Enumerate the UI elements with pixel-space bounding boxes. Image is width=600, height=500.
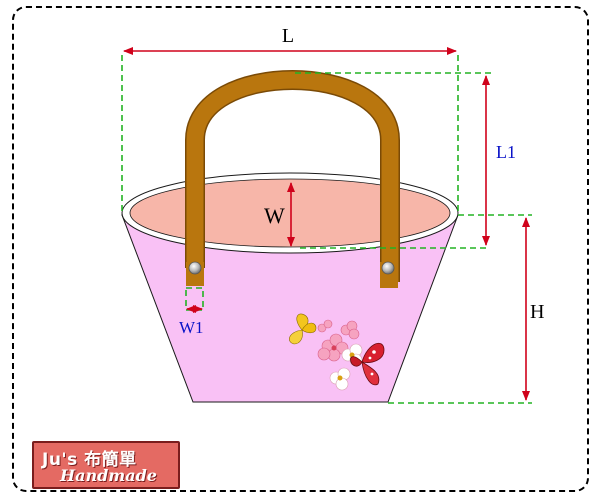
logo-subtitle: Handmade bbox=[60, 466, 157, 485]
bag-handle-fill bbox=[186, 71, 399, 282]
guide-lines bbox=[121, 55, 532, 404]
label-H: H bbox=[530, 301, 544, 323]
rivet-left bbox=[188, 261, 202, 275]
label-L: L bbox=[282, 25, 294, 47]
bag-inner bbox=[129, 178, 451, 248]
label-W1: W1 bbox=[179, 318, 204, 337]
rivet-right bbox=[381, 261, 395, 275]
dashed-border-frame bbox=[12, 6, 589, 492]
jus-handmade-logo: Ju's 布簡單 Handmade bbox=[32, 441, 180, 489]
label-L1: L1 bbox=[496, 142, 516, 162]
label-W: W bbox=[264, 203, 285, 228]
butterfly-flower-decoration bbox=[289, 313, 385, 391]
logo-title: Ju's 布簡單 bbox=[42, 450, 137, 470]
